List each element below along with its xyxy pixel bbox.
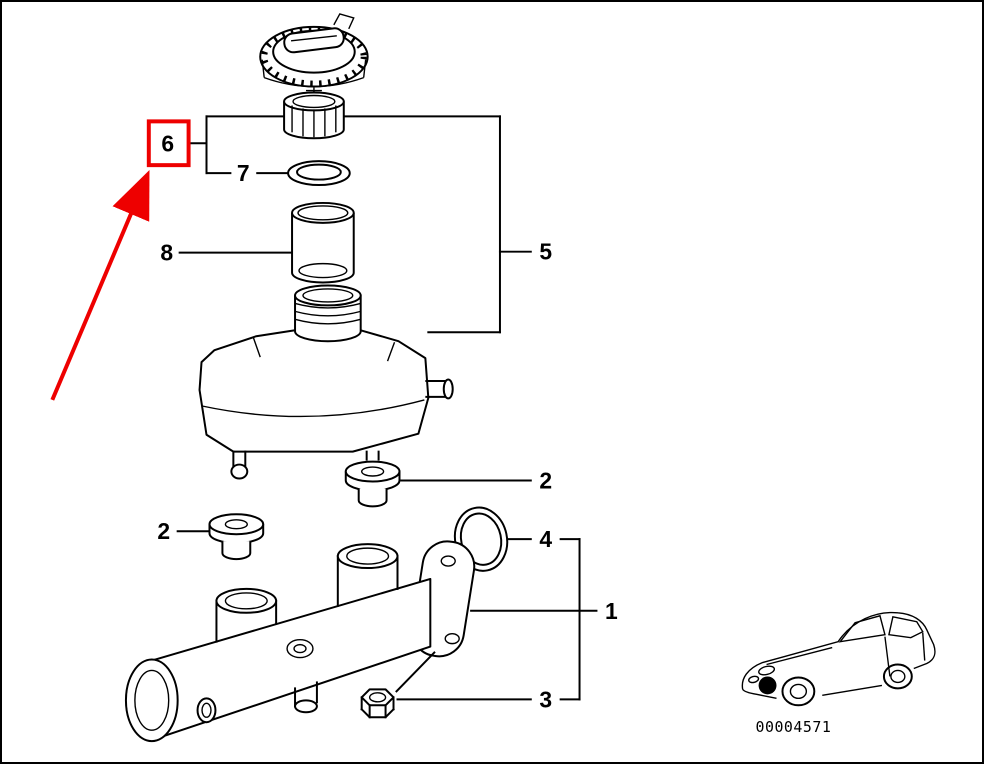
- callout-5[interactable]: 5: [539, 239, 552, 265]
- car-outline: [741, 611, 936, 707]
- tank-mount-peg-right: [365, 450, 380, 461]
- callouts: 6 7 8 5 2 2 4 1 3: [146, 119, 618, 712]
- grommet-right: [344, 460, 401, 508]
- callout-2-left[interactable]: 2: [157, 518, 170, 544]
- strainer: [291, 201, 355, 284]
- master-cylinder-body: [124, 540, 476, 743]
- callout-4[interactable]: 4: [539, 526, 552, 552]
- tank-mount-peg-left: [230, 450, 249, 480]
- port-stub: [196, 697, 217, 724]
- highlight-arrow: [50, 170, 150, 401]
- callout-1[interactable]: 1: [605, 598, 618, 624]
- outlet-fitting: [294, 681, 318, 714]
- callout-8[interactable]: 8: [160, 240, 173, 266]
- callout-6[interactable]: 6: [161, 130, 174, 156]
- diagram-code: 00004571: [756, 718, 832, 736]
- tank-nipple: [425, 378, 454, 400]
- grommet-left: [208, 513, 265, 561]
- callout-2-right[interactable]: 2: [539, 467, 552, 493]
- car-inset: [741, 611, 936, 707]
- callout-7[interactable]: 7: [237, 160, 250, 186]
- seal-ring: [287, 160, 351, 187]
- reservoir-cap: [259, 13, 369, 98]
- hex-nut: [360, 688, 395, 719]
- highlight-box[interactable]: [146, 119, 191, 168]
- leader-lines: [176, 115, 598, 701]
- expansion-tank: [198, 284, 454, 480]
- callout-3[interactable]: 3: [539, 686, 552, 712]
- filter-insert: [283, 91, 345, 140]
- location-dot: [758, 676, 777, 695]
- reservoir-port-front: [215, 587, 278, 643]
- reservoir-port-rear: [336, 543, 399, 607]
